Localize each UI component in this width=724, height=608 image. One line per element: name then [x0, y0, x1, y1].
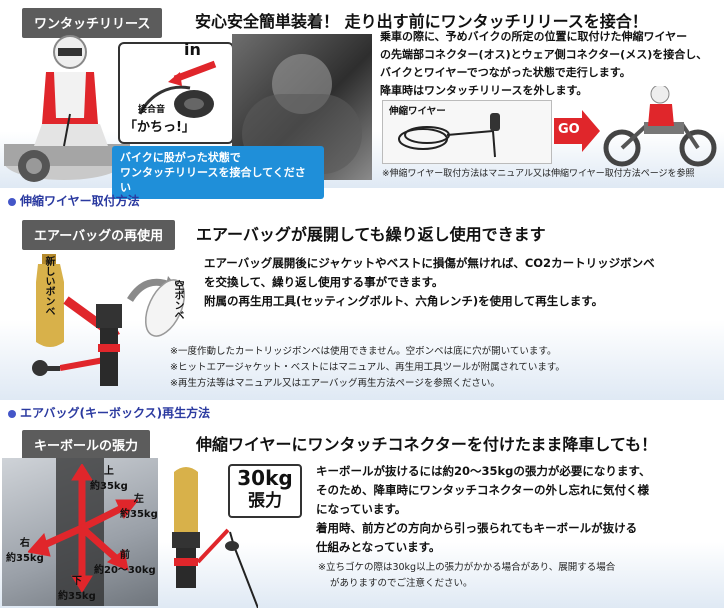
body-line: バイクとワイヤーでつながった状態で走行します。 [380, 66, 631, 79]
body-line: の先端部コネクター(オス)とウェア側コネクター(メス)を接合し、 [380, 48, 708, 61]
body-line: キーボールが抜けるには約20〜35kgの張力が必要になります、 [316, 464, 651, 478]
direction-value: 約35kg [90, 481, 128, 492]
section-headline: エアーバッグが展開しても繰り返し使用できます [196, 225, 546, 244]
direction-label-up: 上 約35kg [90, 462, 128, 492]
direction-label-front: 前 約20〜30kg [94, 546, 156, 576]
note-line: ※立ちゴケの際は30kg以上の張力がかかる場合があり、展開する場合 [318, 562, 616, 573]
new-cartridge-icon [36, 254, 64, 347]
section-keyball-tension: キーボールの張力 伸縮ワイヤーにワンタッチコネクターを付けたまま降車しても！ 上… [0, 422, 724, 608]
wire-label: 伸縮ワイヤー [389, 106, 446, 117]
airbag-housing-icon [96, 304, 122, 386]
empty-cartridge-icon [144, 279, 186, 337]
section-tag: キーボールの張力 [22, 430, 151, 460]
body-line: 附属の再生用工具(セッティングボルト、六角レンチ)を使用して再生します。 [204, 294, 604, 308]
section-airbag-reuse: エアーバッグの再使用 エアーバッグが展開しても繰り返し使用できます 新しいボンベ… [0, 210, 724, 400]
rider-illustration [4, 35, 130, 182]
section-headline: 伸縮ワイヤーにワンタッチコネクターを付けたまま降車しても！ [196, 435, 658, 454]
keyball-cartridge-icon [172, 467, 258, 608]
section-tag: エアーバッグの再使用 [22, 220, 176, 250]
direction-name: 下 [71, 576, 82, 587]
direction-label-down: 下 約35kg [58, 572, 96, 602]
body-line: 仕組みとなっています。 [316, 540, 441, 554]
link-text[interactable]: 伸縮ワイヤー取付方法 [20, 194, 140, 208]
tension-value: 30kg [237, 466, 293, 490]
section-body: エアーバッグ展開後にジャケットやベストに損傷が無ければ、CO2カートリッジボンベ… [204, 254, 720, 311]
note-line: ※再生方法等はマニュアル又はエアーバッグ再生方法ページを参照ください。 [170, 378, 500, 389]
direction-name: 右 [19, 538, 30, 549]
direction-label-right: 右 約35kg [6, 534, 44, 564]
connector-diagram [138, 60, 217, 118]
tension-badge: 30kg 張力 [228, 464, 302, 518]
link-text[interactable]: エアバッグ(キーボックス)再生方法 [20, 406, 211, 420]
body-line: 降車時はワンタッチリリースを外します。 [380, 84, 588, 97]
caption-line: バイクに股がった状態で [120, 151, 241, 164]
section-notes: ※立ちゴケの際は30kg以上の張力がかかる場合があり、展開する場合 がありますの… [318, 560, 718, 592]
direction-name: 前 [119, 550, 130, 561]
direction-value: 約35kg [58, 591, 96, 602]
body-line: エアーバッグ展開後にジャケットやベストに損傷が無ければ、CO2カートリッジボンベ [204, 256, 655, 270]
direction-arrows [28, 464, 138, 592]
body-line: を交換して、繰り返し使用する事ができます。 [204, 275, 444, 289]
direction-value: 約20〜30kg [94, 565, 156, 576]
link-airbag-regen[interactable]: エアバッグ(キーボックス)再生方法 [8, 404, 210, 421]
body-line: になっています。 [316, 502, 407, 516]
attach-caption: バイクに股がった状態で ワンタッチリリースを接合してください [112, 146, 324, 199]
go-label: GO [558, 122, 580, 137]
sound-caption: 接合音 [138, 105, 166, 115]
link-wire-install[interactable]: 伸縮ワイヤー取付方法 [8, 192, 140, 209]
caption-line: ワンタッチリリースを接合してください [120, 166, 306, 194]
go-arrow-icon [554, 110, 600, 152]
section-one-touch-release: ワンタッチリリース 安心安全簡単装着！ 走り出す前にワンタッチリリースを接合！ … [0, 0, 724, 199]
body-line: そのため、降車時にワンタッチコネクターの外し忘れに気付く様 [316, 483, 650, 497]
in-label: in [184, 40, 201, 59]
body-line: 乗車の際に、予めバイクの所定の位置に取付けた伸縮ワイヤー [380, 30, 688, 43]
note-line: ※一度作動したカートリッジボンベは使用できません。空ボンベは底に穴が開いています… [170, 346, 557, 357]
bullet-icon [8, 197, 16, 206]
wire-image-box: 伸縮ワイヤー [382, 100, 552, 164]
section-body: キーボールが抜けるには約20〜35kgの張力が必要になります、 そのため、降車時… [316, 462, 720, 557]
wrench-icon [32, 360, 60, 376]
tension-label: 張力 [248, 491, 282, 511]
wire-coil-icon [398, 113, 500, 158]
bullet-icon [8, 409, 16, 418]
section-note: ※伸縮ワイヤー取付方法はマニュアル又は伸縮ワイヤー取付方法ページを参照 [382, 169, 695, 179]
direction-name: 上 [103, 466, 114, 477]
motorcycle-illustration [603, 86, 717, 167]
empty-cartridge-label: 空ボンベ [172, 280, 183, 320]
direction-value: 約35kg [6, 553, 44, 564]
new-cartridge-label: 新しいボンベ [43, 256, 54, 316]
sound-text: 「かちっ!」 [124, 120, 195, 135]
connector-inset: in 接合音 「かちっ!」 [118, 40, 234, 144]
direction-name: 左 [133, 494, 144, 505]
section-notes: ※一度作動したカートリッジボンベは使用できません。空ボンベは底に穴が開いています… [170, 344, 720, 392]
section-headline: 安心安全簡単装着！ 走り出す前にワンタッチリリースを接合！ [195, 12, 648, 31]
note-line: ※ヒットエアージャケット・ベストにはマニュアル、再生用工具ツールが附属されていま… [170, 362, 565, 373]
note-line: がありますのでご注意ください。 [330, 578, 473, 589]
direction-label-left: 左 約35kg [120, 490, 158, 520]
section-tag: ワンタッチリリース [22, 8, 163, 38]
body-line: 着用時、前方どの方向から引っ張られてもキーボールが抜ける [316, 521, 638, 535]
section-body: 乗車の際に、予めバイクの所定の位置に取付けた伸縮ワイヤー の先端部コネクター(オ… [380, 28, 720, 100]
direction-value: 約35kg [120, 509, 158, 520]
